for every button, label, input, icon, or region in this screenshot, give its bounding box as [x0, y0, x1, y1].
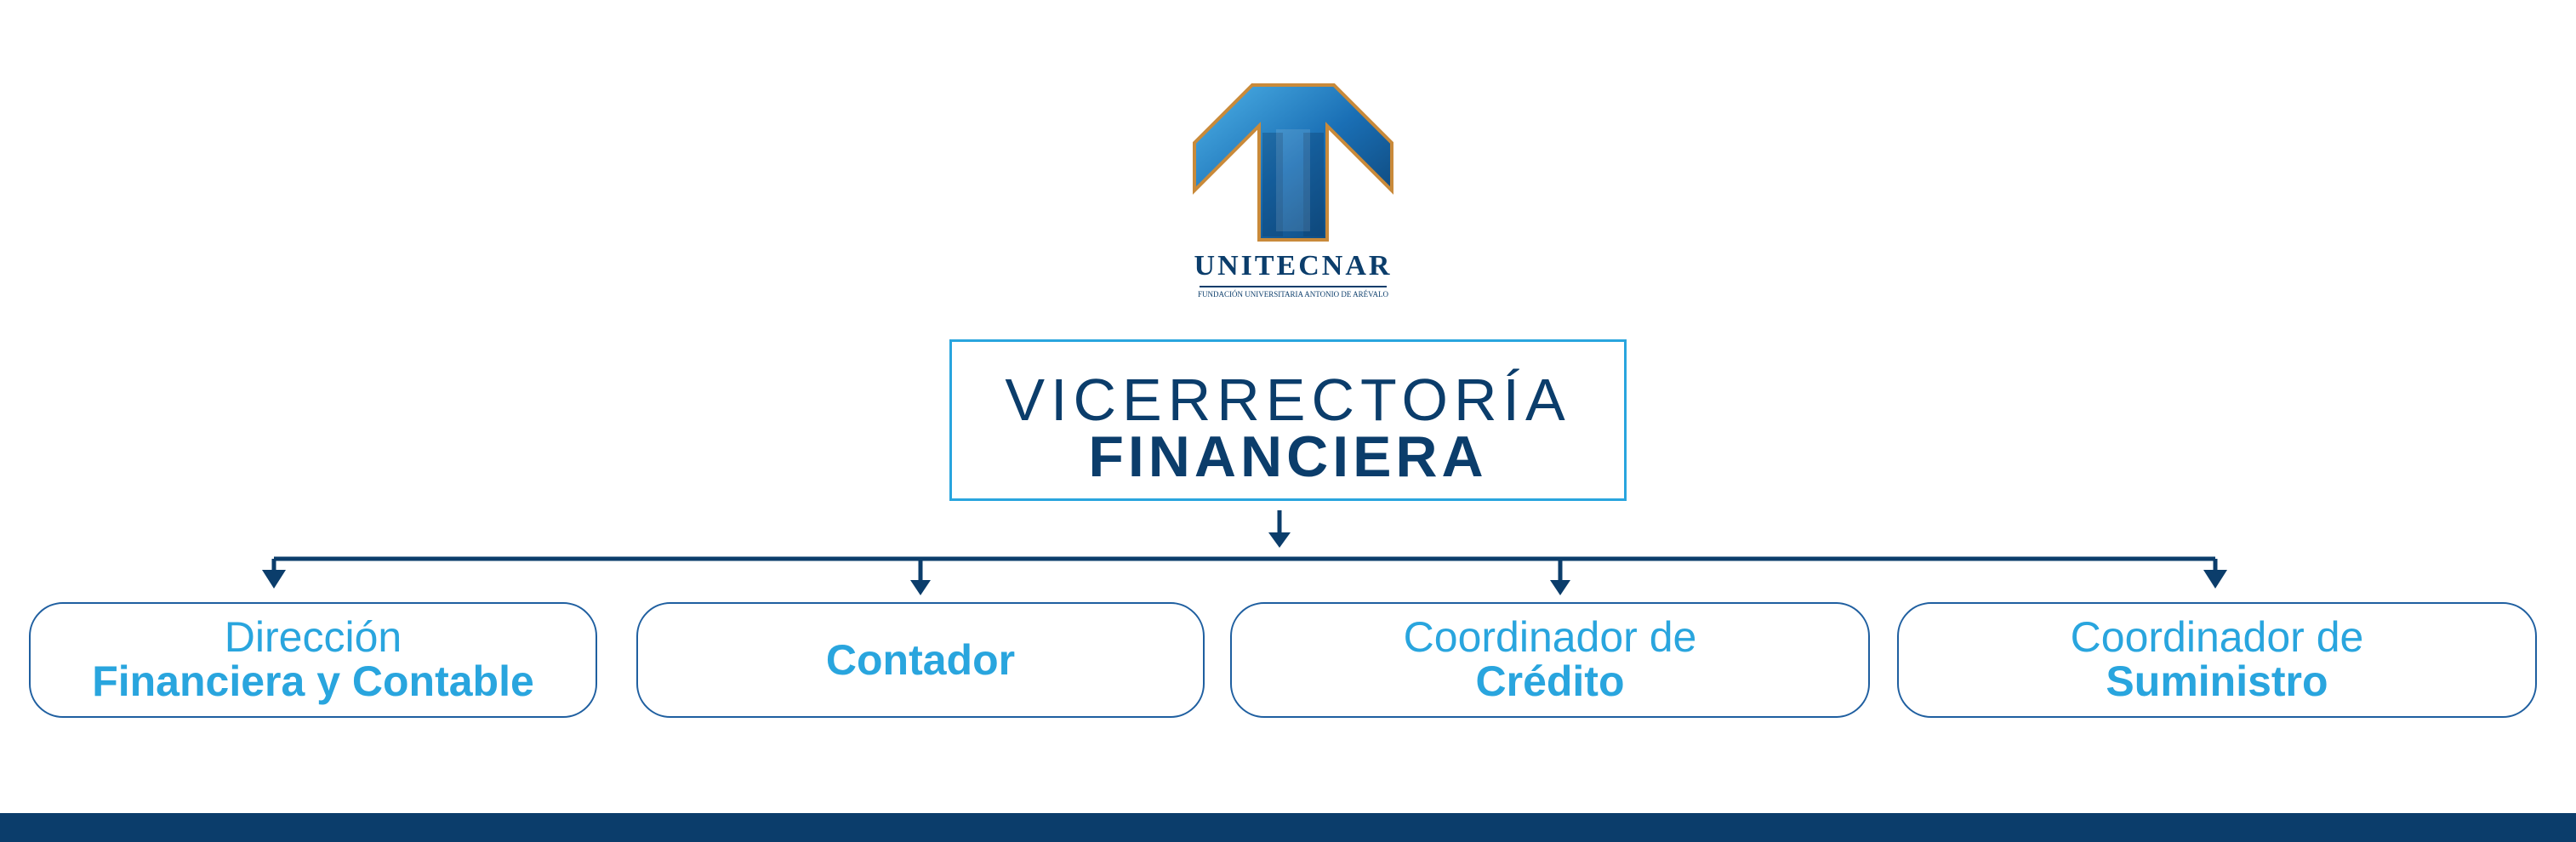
- arrowhead-3: [1550, 580, 1570, 595]
- root-node-title-line1: VICERRECTORÍA: [1005, 367, 1571, 433]
- arrowhead-1: [262, 570, 286, 589]
- node-contador: Contador: [636, 602, 1205, 718]
- logo-subtitle: FUNDACIÓN UNIVERSITARIA ANTONIO DE ARÉVA…: [1198, 290, 1388, 299]
- node-label-bold: Crédito: [1475, 657, 1625, 705]
- logo-emblem-icon: [1193, 83, 1393, 242]
- logo-divider: [1200, 286, 1387, 287]
- node-label-bold: Suministro: [2106, 657, 2328, 705]
- node-direccion-financiera: Dirección Financiera y Contable: [29, 602, 597, 718]
- logo-name: UNITECNAR: [1194, 250, 1393, 282]
- root-node-vicerrectoria: VICERRECTORÍA FINANCIERA: [949, 339, 1627, 501]
- node-label-bold: Financiera y Contable: [92, 657, 534, 705]
- node-label-light: Coordinador de: [1403, 613, 1697, 661]
- node-label-light: Dirección: [224, 613, 402, 661]
- node-label-light: Coordinador de: [2070, 613, 2364, 661]
- node-label-bold: Contador: [825, 636, 1016, 684]
- node-coordinador-suministro: Coordinador de Suministro: [1897, 602, 2537, 718]
- footer-bar: [0, 813, 2576, 842]
- root-node-title-line2: FINANCIERA: [1088, 424, 1488, 489]
- arrowhead-4: [2203, 570, 2227, 589]
- unitecnar-logo: UNITECNAR FUNDACIÓN UNIVERSITARIA ANTONI…: [1191, 82, 1395, 303]
- arrowhead-2: [910, 580, 931, 595]
- node-coordinador-credito: Coordinador de Crédito: [1230, 602, 1870, 718]
- arrowhead-root: [1268, 532, 1291, 548]
